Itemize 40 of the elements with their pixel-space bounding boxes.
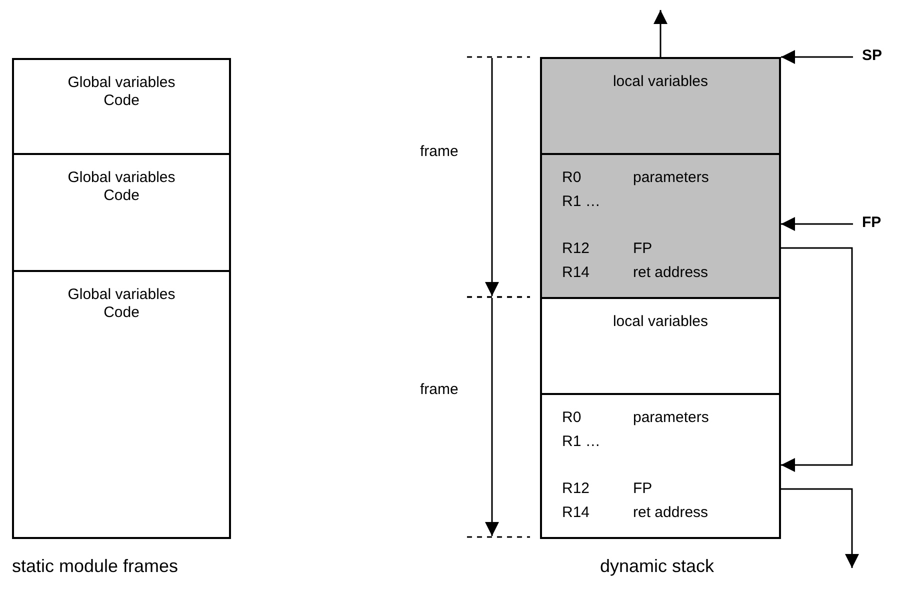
cell-text: Global variables <box>66 286 176 304</box>
register-text: ret address <box>633 504 708 522</box>
memory-cell <box>12 270 231 539</box>
cell-text: local variables <box>612 73 710 91</box>
register-text: FP <box>633 480 652 498</box>
register-text: R0 <box>562 409 582 427</box>
register-text: parameters <box>633 409 709 427</box>
register-text: R1 … <box>562 193 600 211</box>
register-text: R1 … <box>562 433 600 451</box>
pointer-label: FP <box>862 214 882 232</box>
pointer-label: SP <box>862 47 882 65</box>
register-text: R12 <box>562 480 590 498</box>
register-text: R0 <box>562 169 582 187</box>
panel-caption: static module frames <box>12 556 178 577</box>
cell-text: Global variables <box>66 169 176 187</box>
cell-text: local variables <box>612 313 710 331</box>
memory-cell <box>12 58 231 155</box>
memory-cell <box>540 57 781 155</box>
arrow <box>781 488 859 568</box>
register-text: R12 <box>562 240 590 258</box>
register-text: FP <box>633 240 652 258</box>
cell-text: Code <box>102 187 140 205</box>
arrow <box>781 50 853 64</box>
memory-cell <box>12 153 231 272</box>
register-text: parameters <box>633 169 709 187</box>
memory-cell <box>540 297 781 395</box>
dimension-label: frame <box>420 381 458 398</box>
memory-cell <box>540 153 781 299</box>
memory-cell <box>540 393 781 539</box>
register-text: ret address <box>633 264 708 282</box>
panel-caption: dynamic stack <box>600 556 714 577</box>
arrow <box>781 217 853 231</box>
register-text: R14 <box>562 264 590 282</box>
cell-text: Global variables <box>66 74 176 92</box>
arrow <box>654 10 668 57</box>
register-text: R14 <box>562 504 590 522</box>
cell-text: Code <box>102 304 140 322</box>
cell-text: Code <box>102 92 140 110</box>
arrow <box>781 247 853 472</box>
dimension-label: frame <box>420 143 458 160</box>
